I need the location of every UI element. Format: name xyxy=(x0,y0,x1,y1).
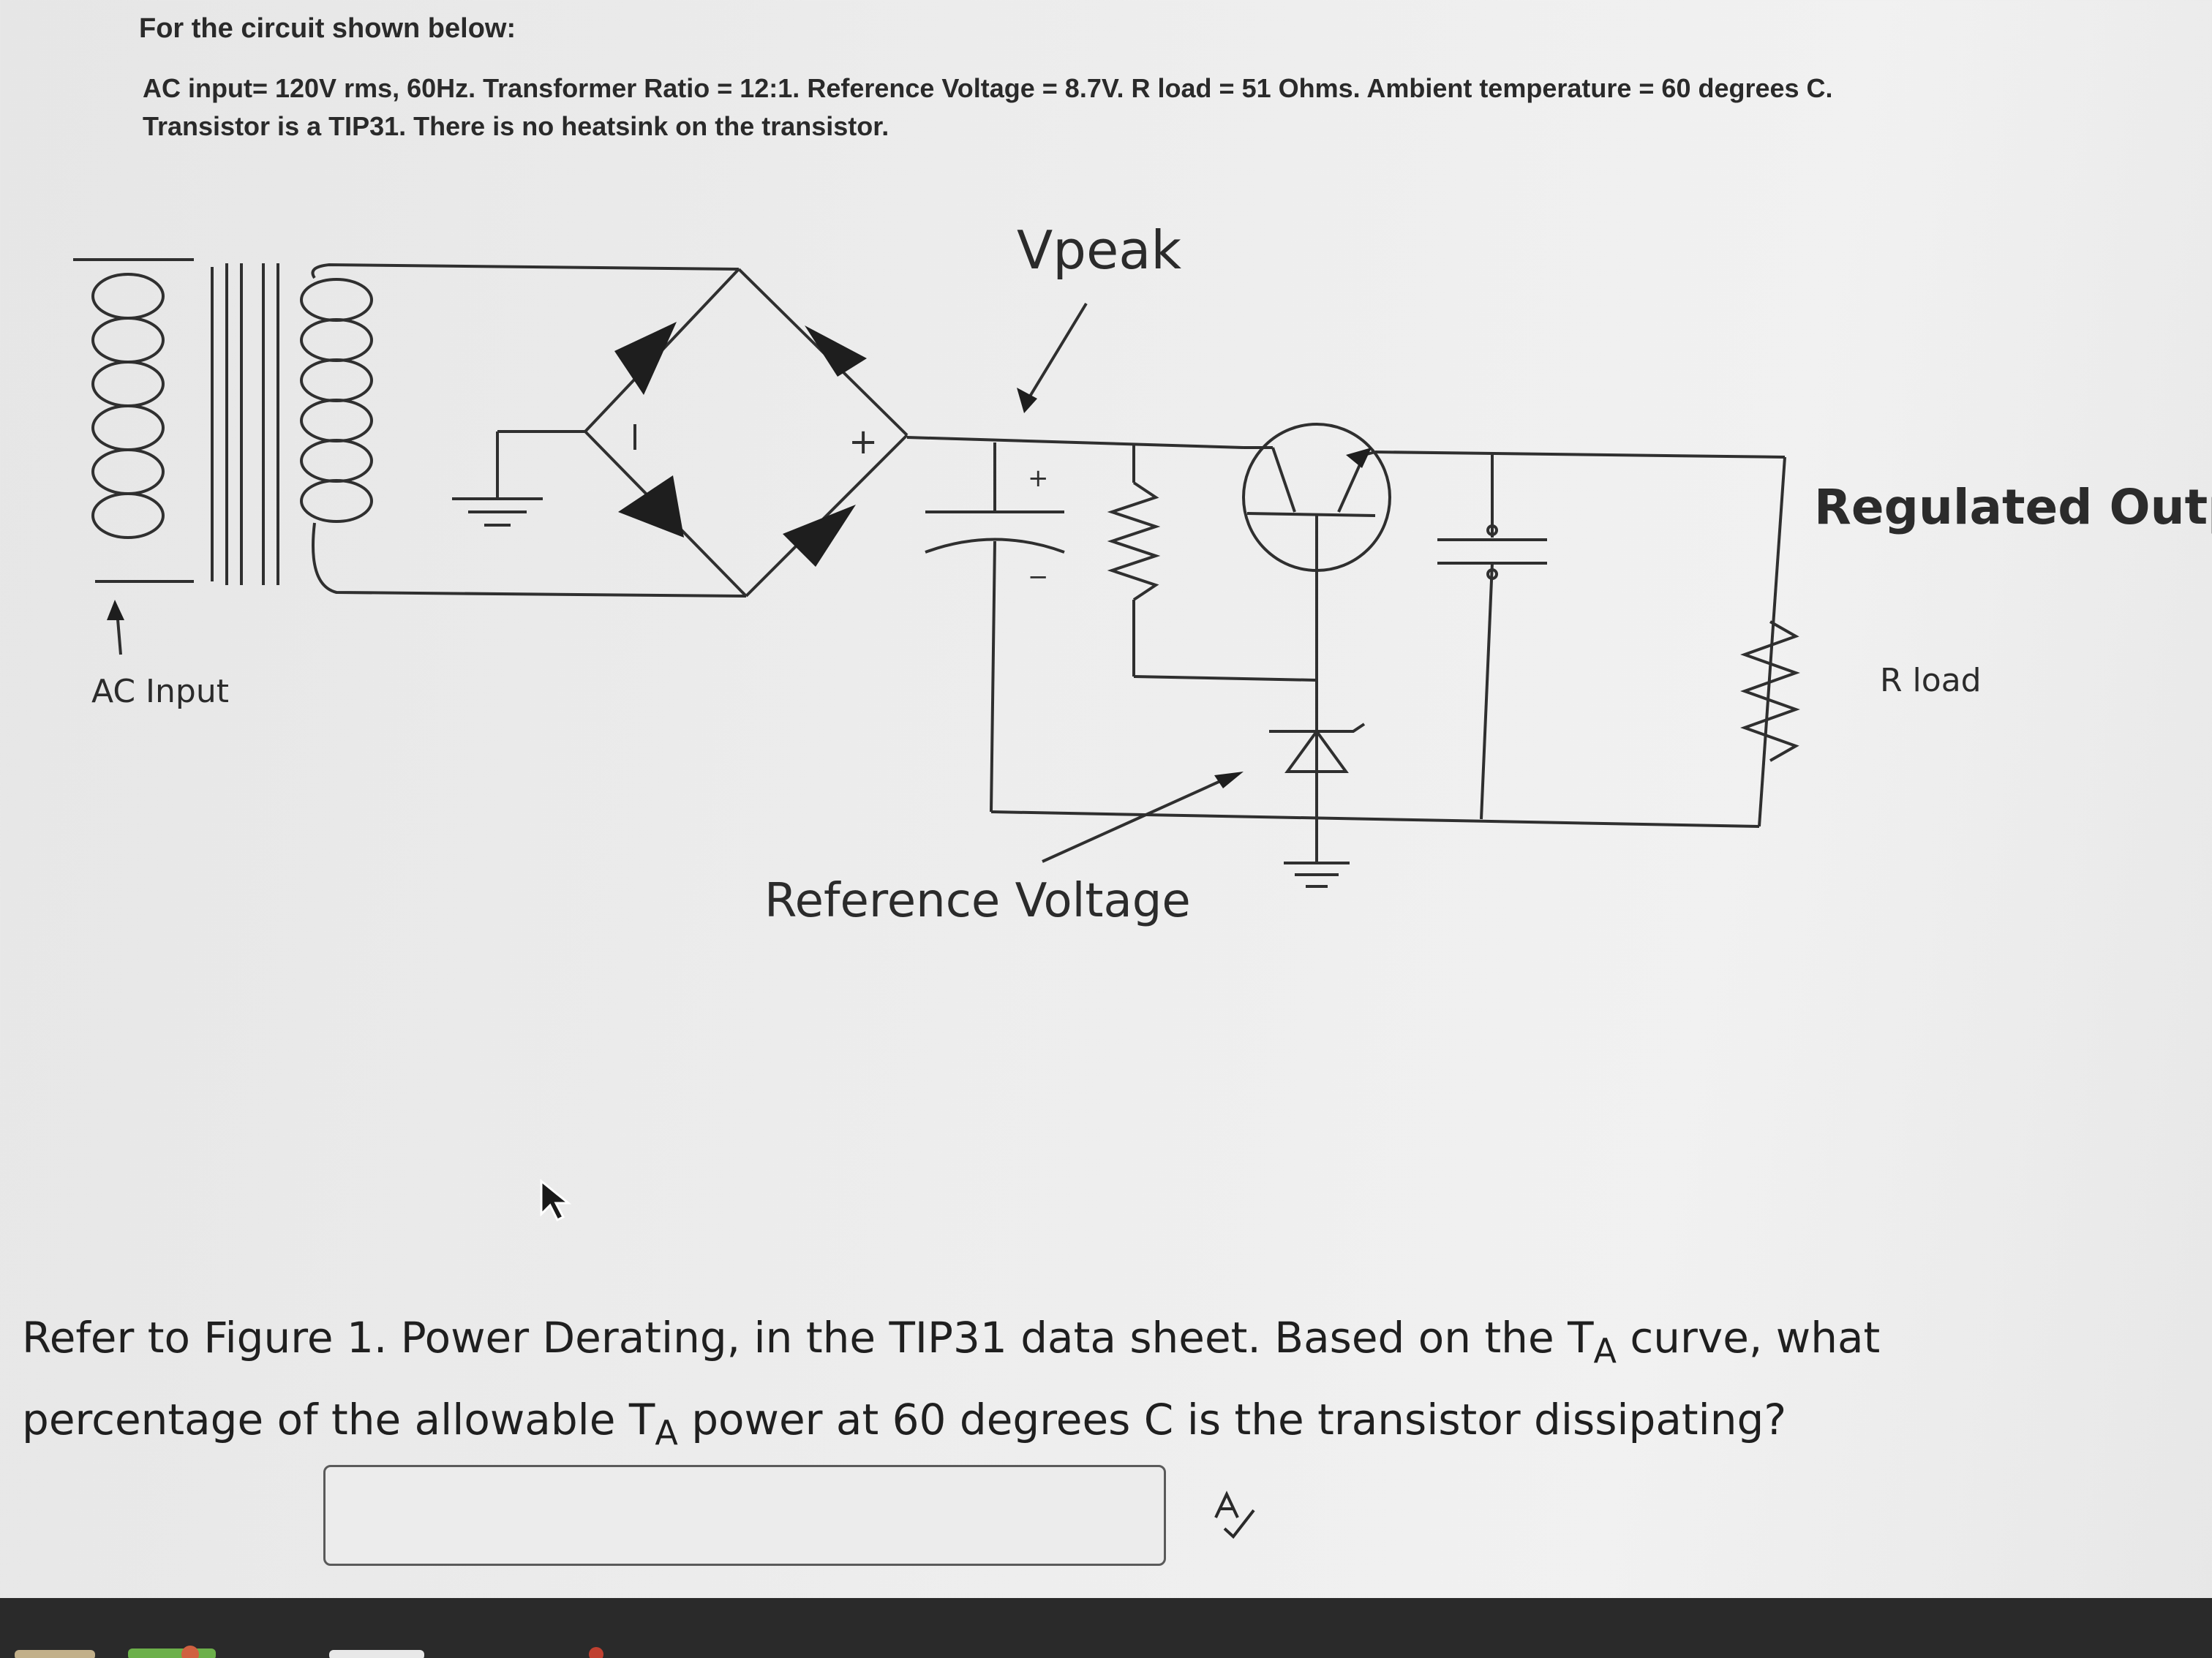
dock-app-icon[interactable] xyxy=(128,1648,216,1658)
question-part-1: Refer to Figure 1. Power Derating, in th… xyxy=(22,1313,1594,1363)
bias-resistor xyxy=(1107,445,1317,682)
ac-input-label: AC Input xyxy=(91,673,229,710)
zener-icon xyxy=(1269,709,1366,888)
ta-subscript: A xyxy=(655,1413,678,1452)
vpeak-label: Vpeak xyxy=(1017,219,1182,281)
transistor-icon xyxy=(1242,423,1391,709)
answer-input[interactable] xyxy=(323,1465,1166,1566)
ta-subscript: A xyxy=(1593,1331,1617,1371)
ground-icon xyxy=(452,430,585,527)
transformer-core xyxy=(211,263,279,585)
mouse-cursor-icon xyxy=(540,1178,572,1221)
capacitor-minus-sign: − xyxy=(1028,562,1049,592)
diode-icon xyxy=(614,322,677,395)
diode-icon xyxy=(783,505,856,567)
problem-heading: For the circuit shown below: xyxy=(139,13,516,44)
capacitor-plus-sign: + xyxy=(1028,464,1049,493)
reference-voltage-arrow xyxy=(1042,777,1226,863)
output-right-wire xyxy=(1758,456,1786,827)
transformer-secondary-coil xyxy=(300,263,747,598)
diode-icon xyxy=(618,475,684,538)
load-resistor xyxy=(1740,620,1800,762)
output-capacitor xyxy=(1437,455,1547,820)
reference-voltage-label: Reference Voltage xyxy=(764,874,1191,928)
filter-capacitor xyxy=(925,442,1065,813)
question-part-2: curve, what percentage of the allowable … xyxy=(22,1313,1881,1444)
dock-badge xyxy=(181,1646,199,1658)
transformer-primary-coil xyxy=(73,258,194,583)
regulated-output-label: Regulated Output xyxy=(1814,479,2212,535)
dock-app-icon[interactable] xyxy=(589,1647,603,1658)
output-rail xyxy=(1374,451,1786,459)
dock-app-icon[interactable] xyxy=(329,1650,424,1658)
bridge-plus-sign: + xyxy=(849,421,878,462)
question-part-3: power at 60 degrees C is the transistor … xyxy=(677,1395,1787,1444)
givens-line-1: AC input= 120V rms, 60Hz. Transformer Ra… xyxy=(143,73,1833,103)
diode-icon xyxy=(805,325,867,377)
dock-app-icon[interactable] xyxy=(15,1650,95,1658)
problem-givens: AC input= 120V rms, 60Hz. Transformer Ra… xyxy=(143,69,1833,146)
zener-triangle xyxy=(1284,728,1349,773)
r-load-label: R load xyxy=(1880,662,1982,699)
spellcheck-icon[interactable] xyxy=(1208,1488,1260,1540)
vpeak-rail xyxy=(906,436,1244,449)
vpeak-arrow xyxy=(1023,302,1088,407)
ground-rail xyxy=(990,810,1760,828)
dock-icons xyxy=(15,1646,603,1658)
question-text: Refer to Figure 1. Power Derating, in th… xyxy=(22,1298,1938,1462)
taskbar xyxy=(0,1598,2212,1658)
givens-line-2: Transistor is a TIP31. There is no heats… xyxy=(143,111,889,141)
